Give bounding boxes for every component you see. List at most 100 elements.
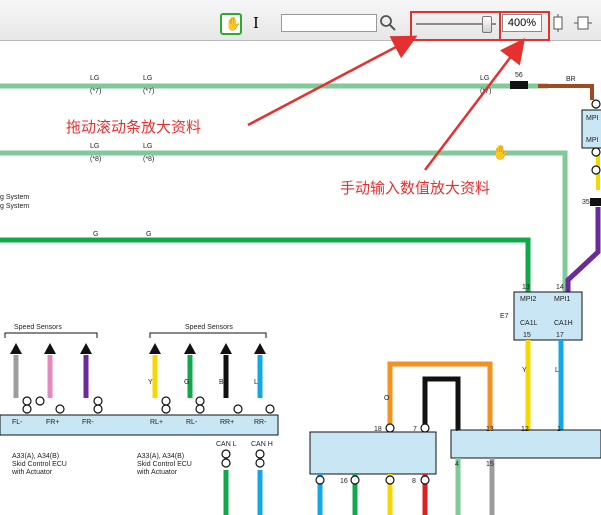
pin-number: 7 [413, 426, 417, 433]
sensor-label: RL- [186, 419, 198, 426]
pin [195, 396, 205, 406]
wire-code: G [146, 231, 151, 238]
pin [350, 475, 360, 485]
pin [161, 404, 171, 414]
search-button[interactable] [379, 14, 397, 32]
pin [591, 99, 601, 109]
hand-tool-icon: ✋ [225, 16, 242, 31]
fit-page-icon [553, 14, 563, 32]
yaw-sensor-box [309, 431, 437, 475]
junction-box [450, 429, 601, 459]
connector-code: MPI [586, 137, 599, 144]
pin-number: 1 [557, 426, 561, 433]
wire-color-letter: G [184, 379, 189, 386]
wire-lg-mid [0, 150, 568, 292]
pin [315, 475, 325, 485]
sensor-label: RR+ [220, 419, 234, 426]
wire-color-letter: L [555, 367, 559, 374]
wire-color-letter: B [219, 379, 224, 386]
sensor-label: FR+ [46, 419, 59, 426]
wire-g-bottom [0, 237, 531, 292]
connector-code: 14 [556, 284, 564, 291]
pin-number: 3 [455, 426, 459, 433]
zoom-slider-thumb[interactable] [482, 16, 492, 33]
wire-code-sub: (*7) [143, 88, 154, 95]
search-input[interactable] [281, 14, 377, 32]
hand-cursor-icon: ✋ [492, 144, 509, 160]
pin [385, 475, 395, 485]
pin [161, 396, 171, 406]
pin [265, 404, 275, 414]
connector-code: MPI2 [520, 296, 536, 303]
arrow-rr-minus [254, 343, 266, 354]
connector-35 [590, 198, 601, 206]
ecu-name: Skid Control ECU [12, 461, 67, 468]
pin [195, 404, 205, 414]
sensor-label: FL- [12, 419, 23, 426]
pin [221, 458, 231, 468]
wire-orange [387, 361, 493, 432]
zoom-slider[interactable] [414, 13, 500, 35]
arrow-rl-minus [184, 343, 196, 354]
pin [22, 404, 32, 414]
wire-code: G [93, 231, 98, 238]
system-label: g System [0, 194, 29, 201]
wire-purple-right [565, 207, 601, 292]
zoom-field-highlight-box [499, 11, 550, 41]
pin-number: 12 [521, 426, 529, 433]
wire-color-letter: Y [148, 379, 153, 386]
zoom-level-field[interactable]: 400% [502, 14, 542, 32]
pin [35, 396, 45, 406]
wire-code-sub: (*7) [90, 88, 101, 95]
speed-sensors-label: Speed Sensors [14, 324, 62, 331]
text-select-button[interactable]: I [250, 13, 264, 35]
pin [22, 396, 32, 406]
pin-number: 4 [455, 461, 459, 468]
arrow-fl [10, 343, 22, 354]
callout-manual-input: 手动输入数值放大资料 [340, 179, 491, 197]
connector-code: MPI1 [554, 296, 570, 303]
skid-ecu-bar [0, 414, 279, 436]
sensor-label: RR- [254, 419, 267, 426]
speed-bracket-rear [149, 332, 267, 338]
zoom-slider-track [416, 23, 496, 25]
speed-bracket-front [4, 332, 98, 338]
pin [591, 165, 601, 175]
connector-code: CA1H [554, 320, 573, 327]
sensor-label: RL+ [150, 419, 163, 426]
fit-width-button[interactable] [574, 14, 592, 32]
pin [255, 458, 265, 468]
gateway-ecu-box [513, 291, 583, 341]
hand-tool-button[interactable]: ✋ [220, 13, 242, 35]
can-high-label: CAN H [251, 441, 273, 448]
speed-sensors-label: Speed Sensors [185, 324, 233, 331]
ecu-sub: with Actuator [136, 469, 178, 476]
can-low-label: CAN L [216, 441, 237, 448]
ecu-code: A33(A), A34(B) [12, 453, 59, 460]
wire-code: LG [143, 75, 152, 82]
wire-code: LG [480, 75, 489, 82]
callout-drag-slider: 拖动滚动条放大资料 [66, 118, 202, 136]
pin [420, 475, 430, 485]
fit-page-button[interactable] [550, 14, 566, 32]
connector-code: 56 [515, 72, 523, 79]
pin-number: 13 [486, 426, 494, 433]
wire-code: LG [90, 75, 99, 82]
system-label: g System [0, 203, 29, 210]
arrow-fr-plus [44, 343, 56, 354]
connector-code: 15 [523, 332, 531, 339]
wire-brown [538, 84, 594, 100]
pin [591, 147, 601, 157]
wire-code-sub: (*8) [143, 156, 154, 163]
ecu-sub: with Actuator [11, 469, 53, 476]
arrow-rr-plus [220, 343, 232, 354]
connector-code: MPI [586, 115, 599, 122]
wire-code: LG [143, 143, 152, 150]
arrow-fr-minus [80, 343, 92, 354]
wire-black-loop [422, 376, 461, 432]
wire-code: BR [566, 76, 576, 83]
wire-color-letter: L [254, 379, 258, 386]
pin [93, 404, 103, 414]
sensor-label: FR- [82, 419, 94, 426]
